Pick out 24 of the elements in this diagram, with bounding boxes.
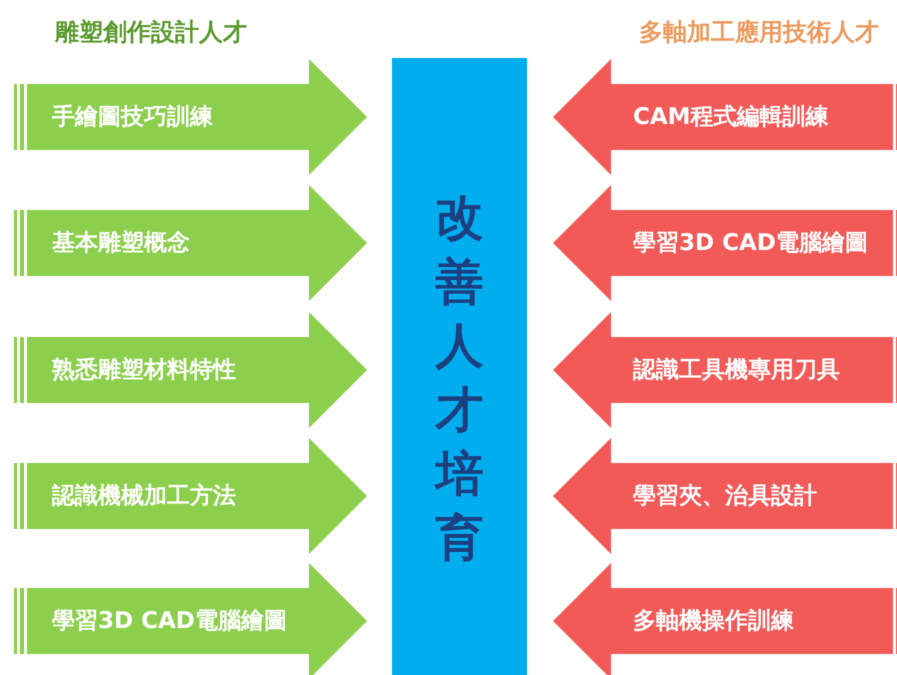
arrow-shape	[14, 563, 367, 675]
arrow-shape	[553, 438, 897, 554]
arrow-label: 學習夾、治具設計	[633, 482, 817, 511]
arrow-label: 認識機械加工方法	[52, 482, 236, 511]
center-bar	[392, 58, 527, 675]
center-title: 改善人才培育	[433, 189, 484, 568]
arrow-label: 認識工具機專用刀具	[633, 356, 840, 385]
arrow-shape	[553, 563, 897, 675]
arrow-label: 基本雕塑概念	[52, 228, 190, 258]
arrow-shape	[553, 59, 897, 175]
arrow-label: CAM程式編輯訓練	[633, 103, 829, 132]
arrow-shape	[553, 312, 897, 428]
column-heading: 多軸加工應用技術人才	[639, 17, 879, 48]
arrow-label: 熟悉雕塑材料特性	[52, 356, 236, 385]
arrow-label: 多軸機操作訓練	[633, 607, 794, 636]
arrow-label: 學習3D CAD電腦繪圖	[52, 607, 287, 636]
column-heading: 雕塑創作設計人才	[55, 17, 247, 48]
arrow-label: 手繪圖技巧訓練	[52, 103, 213, 132]
arrow-shape	[14, 59, 367, 175]
arrow-shape	[14, 312, 367, 428]
arrow-shape	[14, 185, 367, 301]
arrow-shape	[553, 185, 897, 301]
arrow-shape	[14, 438, 367, 554]
arrow-label: 學習3D CAD電腦繪圖	[633, 229, 868, 258]
